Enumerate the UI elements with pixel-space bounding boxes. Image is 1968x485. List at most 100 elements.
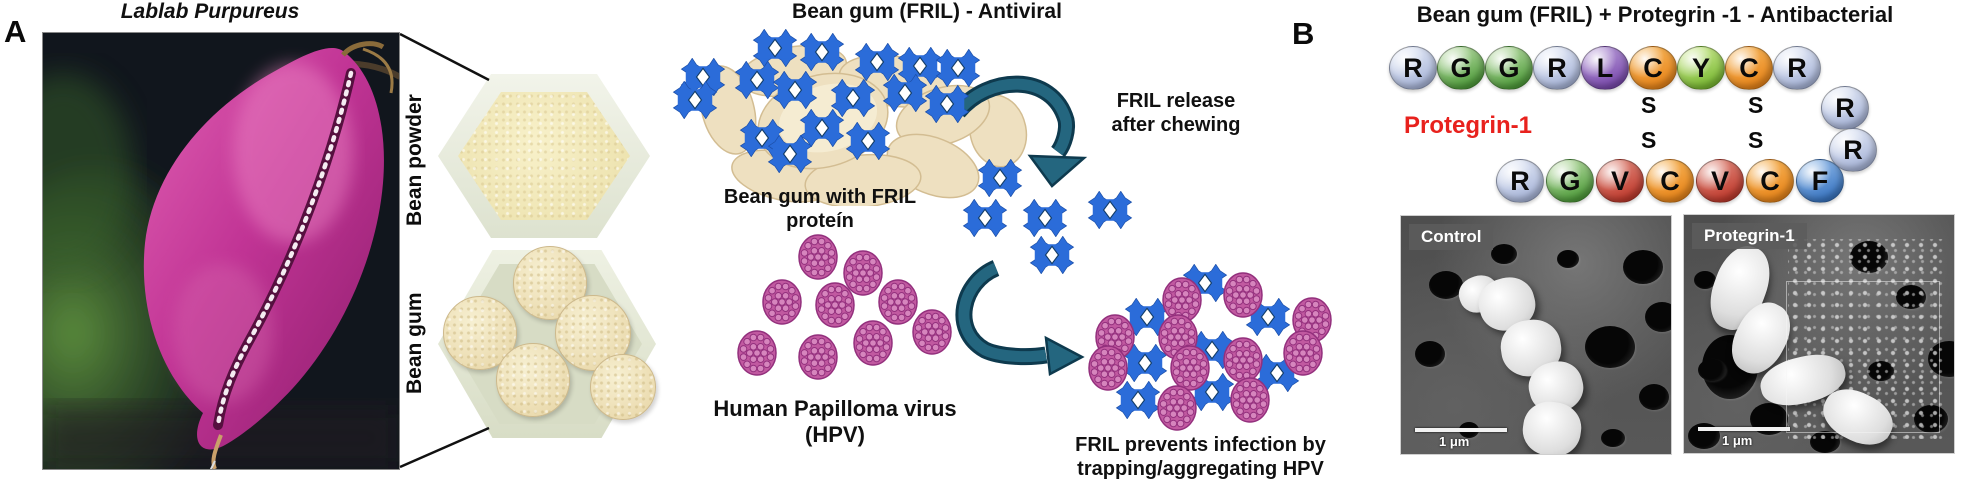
fril-protein-icon bbox=[767, 135, 813, 173]
membrane-pore bbox=[1585, 326, 1635, 368]
membrane-pore bbox=[1557, 250, 1579, 268]
fril-protein-icon bbox=[935, 49, 981, 87]
disulfide-s-label: S bbox=[1641, 92, 1657, 118]
antiviral-title: Bean gum (FRIL) - Antiviral bbox=[792, 0, 1062, 23]
membrane-pore bbox=[1698, 359, 1726, 381]
fril-protein-icon bbox=[772, 71, 818, 109]
bean-powder-label: Bean powder bbox=[403, 94, 426, 226]
residue-bead-G: G bbox=[1485, 46, 1533, 90]
residue-bead-R: R bbox=[1533, 46, 1581, 90]
scale-bar-label: 1 μm bbox=[1722, 433, 1753, 448]
hpv-virus-icon bbox=[1088, 345, 1128, 391]
bacterium-cell bbox=[1519, 398, 1585, 454]
residue-bead-R: R bbox=[1829, 128, 1877, 172]
control-micrograph-label: Control bbox=[1409, 224, 1494, 250]
hpv-virus-icon bbox=[878, 279, 918, 325]
fril-protein-icon bbox=[680, 58, 726, 96]
plant-title: Lablab Purpureus bbox=[120, 0, 300, 23]
residue-bead-G: G bbox=[1437, 46, 1485, 90]
residue-bead-G: G bbox=[1546, 159, 1594, 203]
residue-bead-C: C bbox=[1746, 159, 1794, 203]
residue-bead-R: R bbox=[1389, 46, 1437, 90]
aggregation-arrow bbox=[955, 260, 1085, 376]
disulfide-s-label: S bbox=[1641, 127, 1657, 153]
hpv-caption: Human Papilloma virus (HPV) bbox=[713, 396, 957, 447]
fril-protein-icon bbox=[799, 109, 845, 147]
residue-bead-L: L bbox=[1581, 46, 1629, 90]
fril-protein-icon bbox=[1122, 344, 1168, 382]
fril-protein-icon bbox=[882, 74, 928, 112]
fril-protein-icon bbox=[962, 199, 1008, 237]
membrane-pore bbox=[1491, 244, 1517, 264]
highlight-rectangle bbox=[1786, 281, 1940, 433]
fril-protein-icon bbox=[924, 85, 970, 123]
fril-protein-icon bbox=[845, 122, 891, 160]
protegrin-name-label: Protegrin-1 bbox=[1404, 112, 1533, 139]
hpv-virus-icon bbox=[1292, 297, 1332, 343]
fril-protein-icon bbox=[1115, 381, 1161, 419]
fril-protein-icon bbox=[897, 47, 943, 85]
bean-pod-photo bbox=[42, 32, 400, 470]
membrane-pore bbox=[1415, 341, 1445, 367]
residue-bead-C: C bbox=[1725, 46, 1773, 90]
hpv-virus-icon bbox=[1223, 272, 1263, 318]
scale-bar bbox=[1698, 427, 1790, 431]
control-micrograph: Control 1 μm bbox=[1400, 215, 1672, 455]
hpv-virus-icon bbox=[798, 234, 838, 280]
residue-bead-R: R bbox=[1496, 159, 1544, 203]
fril-protein-icon bbox=[830, 79, 876, 117]
gum-tablet bbox=[513, 246, 587, 320]
gum-tablet bbox=[590, 354, 656, 420]
fril-protein-icon bbox=[734, 61, 780, 99]
hpv-virus-icon bbox=[1170, 345, 1210, 391]
residue-bead-R: R bbox=[1821, 86, 1869, 130]
bean-gum-label: Bean gum bbox=[403, 292, 426, 394]
residue-bead-R: R bbox=[1773, 46, 1821, 90]
prevention-caption: FRIL prevents infection by trapping/aggr… bbox=[1075, 434, 1326, 480]
connector-line bbox=[399, 426, 490, 469]
fril-protein-icon bbox=[1245, 298, 1291, 336]
scale-bar-label: 1 μm bbox=[1439, 434, 1470, 449]
fril-protein-icon bbox=[977, 159, 1023, 197]
membrane-pore bbox=[1639, 384, 1669, 410]
fril-protein-icon bbox=[1087, 191, 1133, 229]
fril-protein-icon bbox=[1022, 199, 1068, 237]
hpv-virus-icon bbox=[1157, 385, 1197, 431]
hpv-virus-icon bbox=[843, 250, 883, 296]
hpv-virus-icon bbox=[1230, 377, 1270, 423]
residue-bead-V: V bbox=[1596, 159, 1644, 203]
fril-protein-icon bbox=[854, 43, 900, 81]
hpv-virus-icon bbox=[737, 330, 777, 376]
hpv-virus-icon bbox=[912, 309, 952, 355]
membrane-pore bbox=[1694, 271, 1716, 289]
membrane-pore bbox=[1601, 429, 1625, 447]
fril-protein-icon bbox=[1254, 354, 1300, 392]
hpv-virus-icon bbox=[1283, 330, 1323, 376]
disulfide-s-label: S bbox=[1748, 127, 1764, 153]
hpv-virus-icon bbox=[815, 282, 855, 328]
membrane-pore bbox=[1429, 271, 1463, 299]
bean-pod-illustration bbox=[43, 33, 399, 469]
fril-protein-icon bbox=[752, 29, 798, 67]
fril-protein-icon bbox=[799, 33, 845, 71]
residue-bead-F: F bbox=[1796, 159, 1844, 203]
gum-tablet bbox=[496, 343, 570, 417]
membrane-pore bbox=[1623, 250, 1663, 284]
residue-bead-Y: Y bbox=[1677, 46, 1725, 90]
residue-bead-V: V bbox=[1696, 159, 1744, 203]
hpv-virus-icon bbox=[798, 334, 838, 380]
fril-release-caption: FRIL release after chewing bbox=[1111, 90, 1241, 136]
membrane-pore bbox=[1645, 302, 1671, 332]
hpv-virus-icon bbox=[853, 320, 893, 366]
panel-b-label: B bbox=[1292, 16, 1315, 51]
hpv-virus-icon bbox=[1223, 337, 1263, 383]
panel-a-label: A bbox=[4, 14, 27, 49]
hpv-virus-icon bbox=[762, 279, 802, 325]
connector-line bbox=[399, 32, 490, 82]
fril-protein-icon bbox=[672, 81, 718, 119]
residue-bead-C: C bbox=[1629, 46, 1677, 90]
fril-protein-icon bbox=[1029, 236, 1075, 274]
residue-bead-C: C bbox=[1646, 159, 1694, 203]
